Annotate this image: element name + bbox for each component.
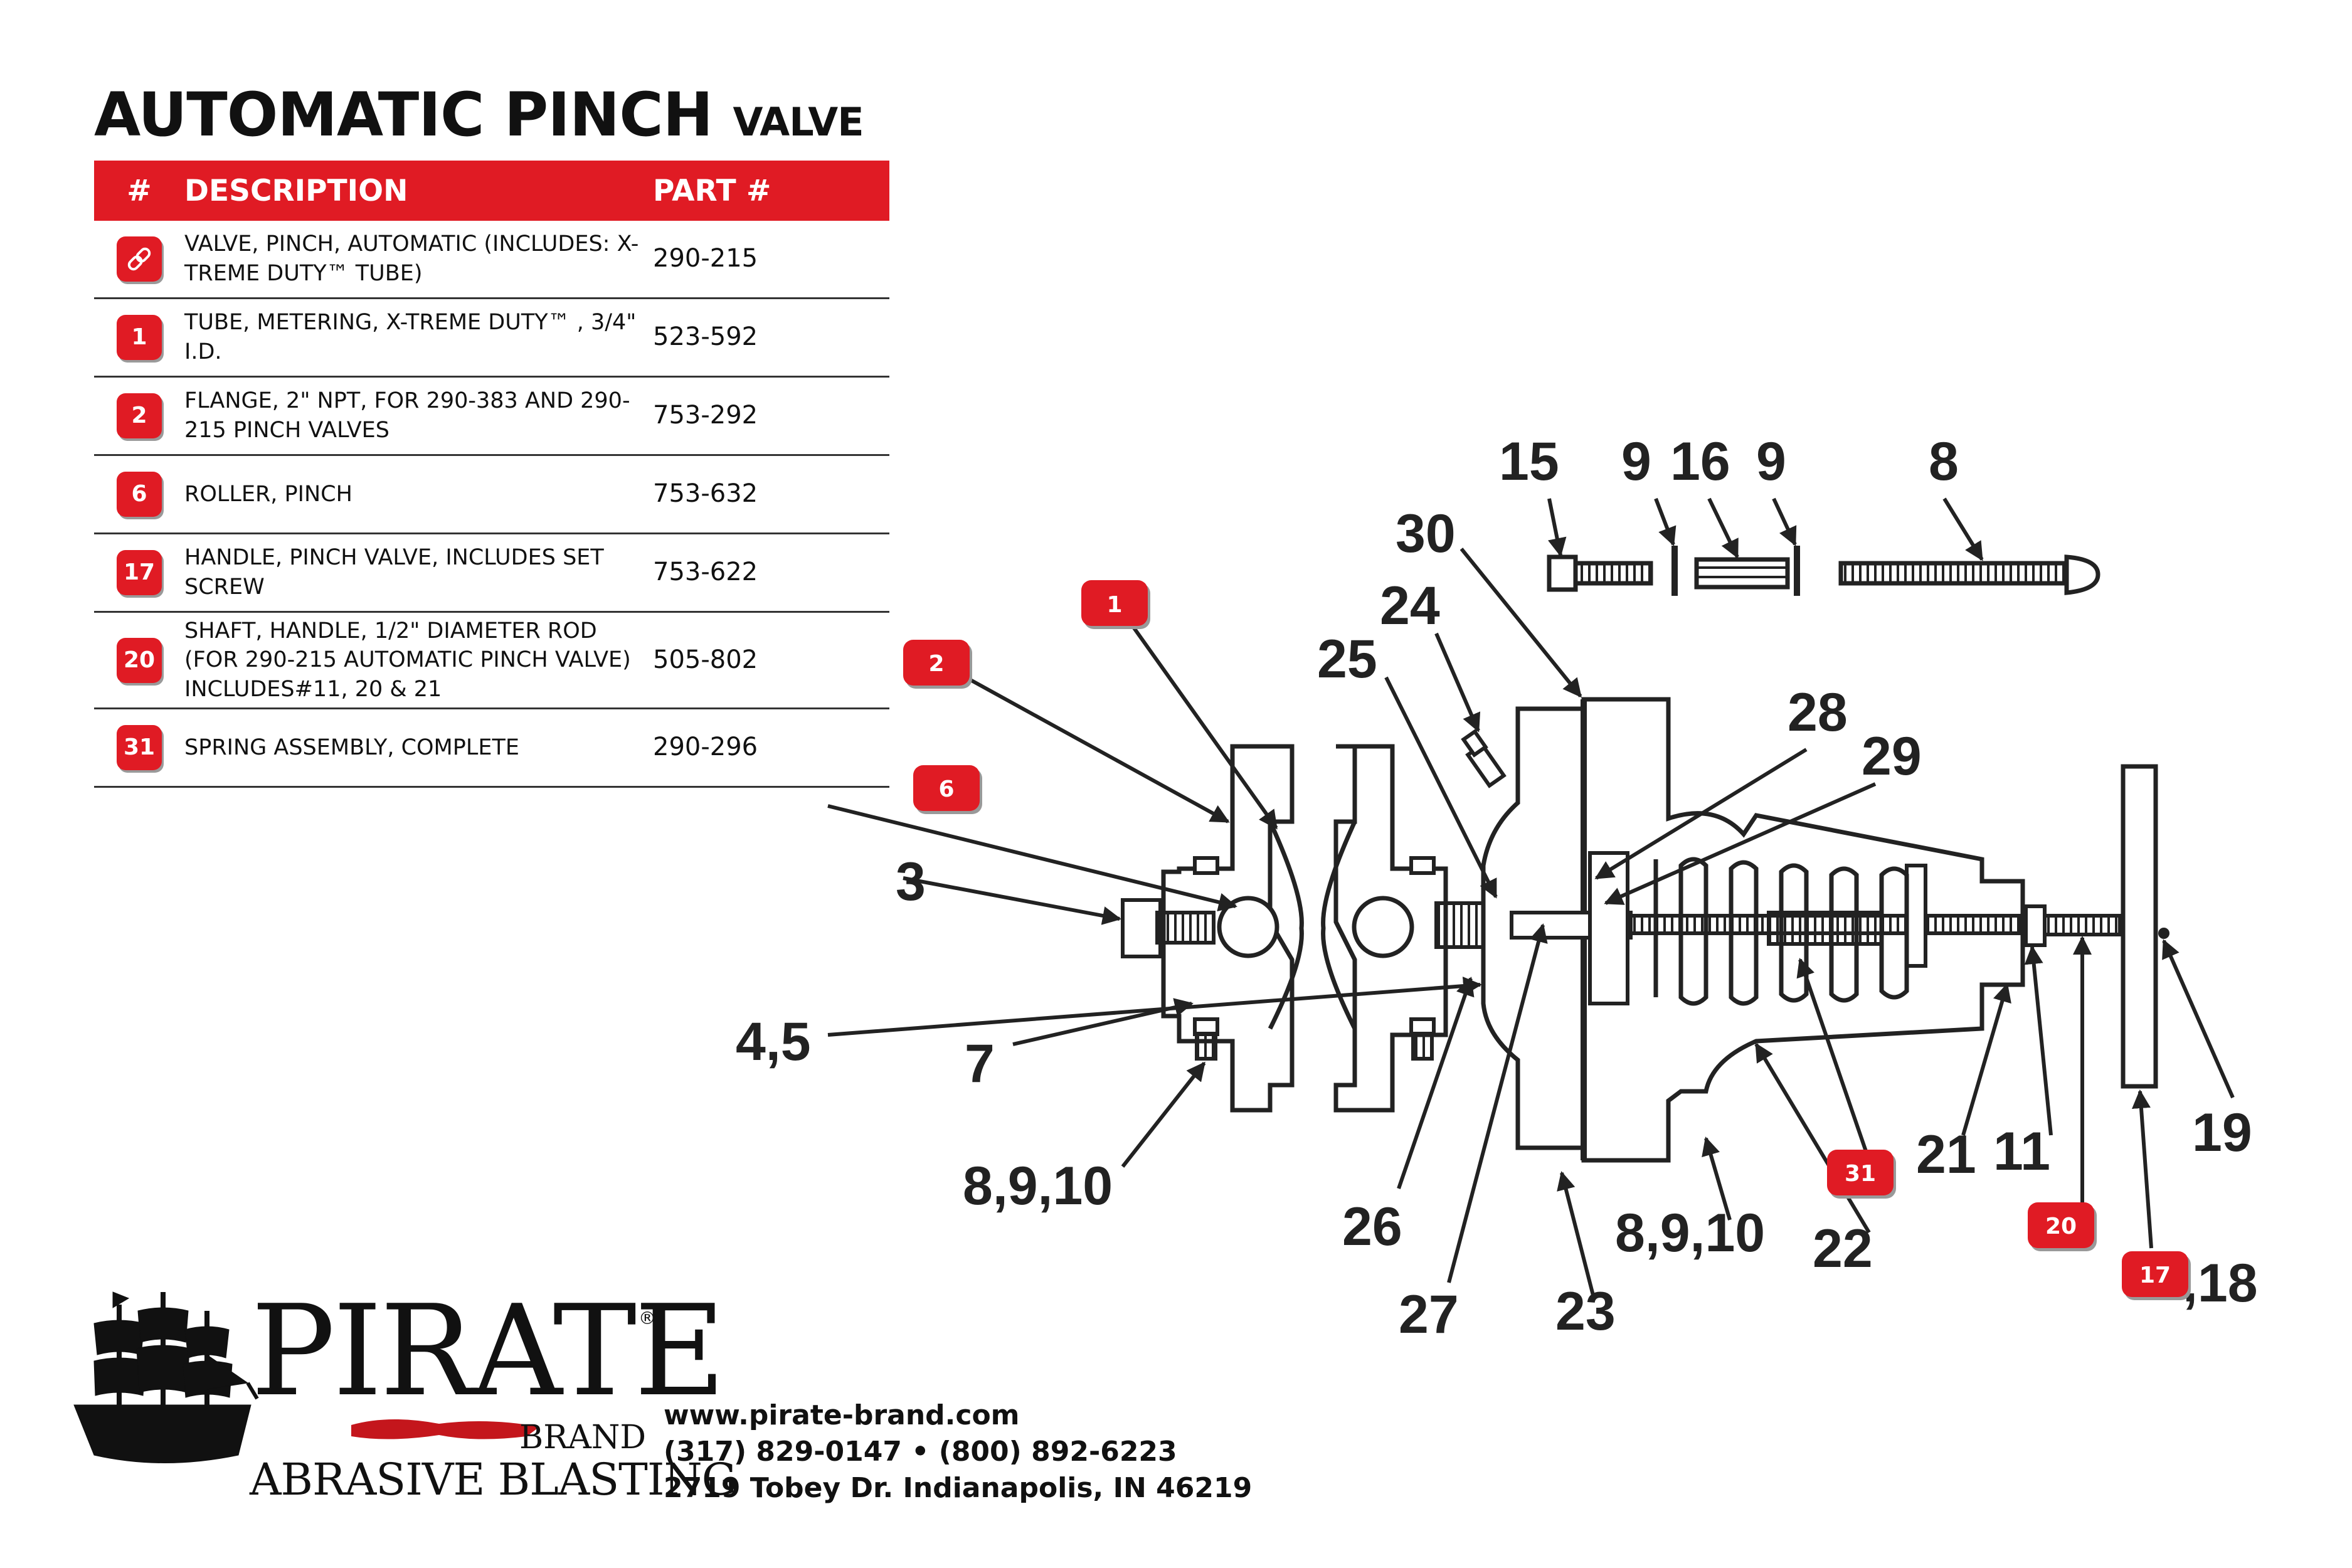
spacer-16 (1694, 557, 1790, 590)
pirate-ship-logo (73, 1291, 259, 1463)
table-row: 20 SHAFT, HANDLE, 1/2" DIAMETER ROD (FOR… (94, 613, 889, 709)
shaft-assembly (1510, 851, 2122, 1005)
row-badge: 2 (117, 393, 162, 438)
contact-info: www.pirate-brand.com (317) 829-0147 • (8… (664, 1397, 1252, 1507)
diagram-badge-1: 1 (1081, 580, 1150, 629)
svg-text:31: 31 (1845, 1161, 1876, 1187)
svg-text:1: 1 (1106, 592, 1122, 618)
link-icon (127, 247, 151, 271)
svg-text:6: 6 (938, 776, 954, 802)
header-part: PART # (653, 173, 771, 208)
header-num: # (127, 173, 152, 208)
blood-splash (351, 1419, 539, 1439)
row-badge: 17 (117, 550, 162, 595)
diagram-badge-17: 17 (2122, 1251, 2191, 1300)
logo-wordmark: PIRATE (251, 1278, 726, 1424)
diagram-badges: 1 2 6 31 20 17 (903, 580, 2191, 1300)
row-part: 523-592 (653, 322, 758, 352)
logo-brand: BRAND (519, 1419, 647, 1456)
svg-text:17: 17 (2139, 1263, 2171, 1288)
title-main: AUTOMATIC PINCH (94, 80, 713, 150)
row-part: 753-622 (653, 558, 758, 587)
set-screw (2158, 928, 2169, 939)
callout-3: 3 (896, 852, 926, 912)
callout-25: 25 (1317, 629, 1377, 689)
row-description: SPRING ASSEMBLY, COMPLETE (184, 734, 519, 760)
callout-24: 24 (1380, 576, 1440, 636)
row-description: SHAFT, HANDLE, 1/2" DIAMETER ROD (FOR 29… (184, 618, 631, 702)
registered-mark: ® (638, 1308, 656, 1328)
callout-21: 21 (1916, 1125, 1976, 1185)
fitting-24 (1461, 729, 1507, 788)
title-suffix: VALVE (733, 99, 864, 145)
row-part: 290-215 (653, 244, 758, 273)
svg-text:2: 2 (928, 651, 944, 677)
callout-18: ,18 (2183, 1253, 2258, 1313)
callout-26: 26 (1342, 1197, 1402, 1257)
callout-4-5: 4,5 (736, 1012, 811, 1072)
header-description: DESCRIPTION (184, 173, 408, 208)
row-description: VALVE, PINCH, AUTOMATIC (INCLUDES: X-TRE… (184, 231, 639, 286)
row-badge: 20 (117, 637, 162, 683)
diagram-badge-6: 6 (913, 765, 982, 814)
washer-9-right (1794, 546, 1800, 596)
parts-table: # DESCRIPTION PART # VALVE, PINCH, AUTOM… (94, 161, 889, 788)
row-badge: 6 (117, 472, 162, 517)
link-badge (117, 236, 162, 282)
callout-16: 16 (1670, 432, 1730, 492)
svg-text:20: 20 (2045, 1214, 2077, 1239)
table-row: VALVE, PINCH, AUTOMATIC (INCLUDES: X-TRE… (94, 221, 889, 299)
callout-9: 9 (1756, 432, 1786, 492)
diagram-badge-2: 2 (903, 640, 972, 689)
row-description: HANDLE, PINCH VALVE, INCLUDES SET SCREW (184, 545, 604, 600)
callout-19: 19 (2192, 1103, 2252, 1163)
row-part: 290-296 (653, 733, 758, 762)
callout-7: 7 (965, 1034, 995, 1094)
washer-9-left (1671, 546, 1678, 596)
diagram-badge-20: 20 (2028, 1202, 2097, 1251)
callout-29: 29 (1862, 726, 1922, 787)
bolt-8 (1838, 554, 2100, 595)
logo-tagline: ABRASIVE BLASTING (250, 1454, 737, 1505)
rollers (1217, 896, 1414, 958)
website-link[interactable]: www.pirate-brand.com (664, 1399, 1020, 1431)
callout-23: 23 (1555, 1281, 1616, 1342)
callout-8-9-10: 8,9,10 (1615, 1203, 1765, 1263)
row-badge: 1 (117, 315, 162, 360)
table-row: 2 FLANGE, 2" NPT, FOR 290-383 AND 290-21… (94, 378, 889, 456)
table-row: 31 SPRING ASSEMBLY, COMPLETE 290-296 (94, 709, 889, 788)
handle (2121, 764, 2158, 1089)
callout-8-9-10: 8,9,10 (963, 1156, 1113, 1216)
callout-30: 30 (1396, 504, 1456, 564)
row-part: 753-632 (653, 479, 758, 509)
table-row: 6 ROLLER, PINCH 753-632 (94, 456, 889, 534)
table-row: 17 HANDLE, PINCH VALVE, INCLUDES SET SCR… (94, 534, 889, 613)
row-badge: 31 (117, 725, 162, 770)
row-description: FLANGE, 2" NPT, FOR 290-383 AND 290-215 … (184, 388, 630, 443)
table-row: 1 TUBE, METERING, X-TREME DUTY™ , 3/4" I… (94, 299, 889, 378)
callout-28: 28 (1788, 682, 1848, 743)
callout-11: 11 (1993, 1121, 2050, 1182)
table-header: # DESCRIPTION PART # (94, 161, 889, 221)
page-title: AUTOMATIC PINCH VALVE (94, 85, 864, 145)
callout-8: 8 (1929, 432, 1959, 492)
callout-22: 22 (1813, 1219, 1873, 1279)
row-part: 753-292 (653, 401, 758, 430)
row-description: TUBE, METERING, X-TREME DUTY™ , 3/4" I.D… (184, 310, 637, 364)
address: 2719 Tobey Dr. Indianapolis, IN 46219 (664, 1472, 1253, 1504)
diagram-badge-31: 31 (1827, 1150, 1896, 1199)
row-part: 505-802 (653, 645, 758, 674)
metering-tube (1268, 820, 1357, 1030)
callout-9: 9 (1621, 432, 1651, 492)
callout-27: 27 (1399, 1285, 1459, 1345)
bolt-15 (1547, 554, 1653, 592)
phone-numbers: (317) 829-0147 • (800) 892-6223 (664, 1436, 1177, 1468)
leader-lines (827, 497, 2235, 1296)
row-description: ROLLER, PINCH (184, 481, 352, 507)
callout-15: 15 (1499, 432, 1559, 492)
